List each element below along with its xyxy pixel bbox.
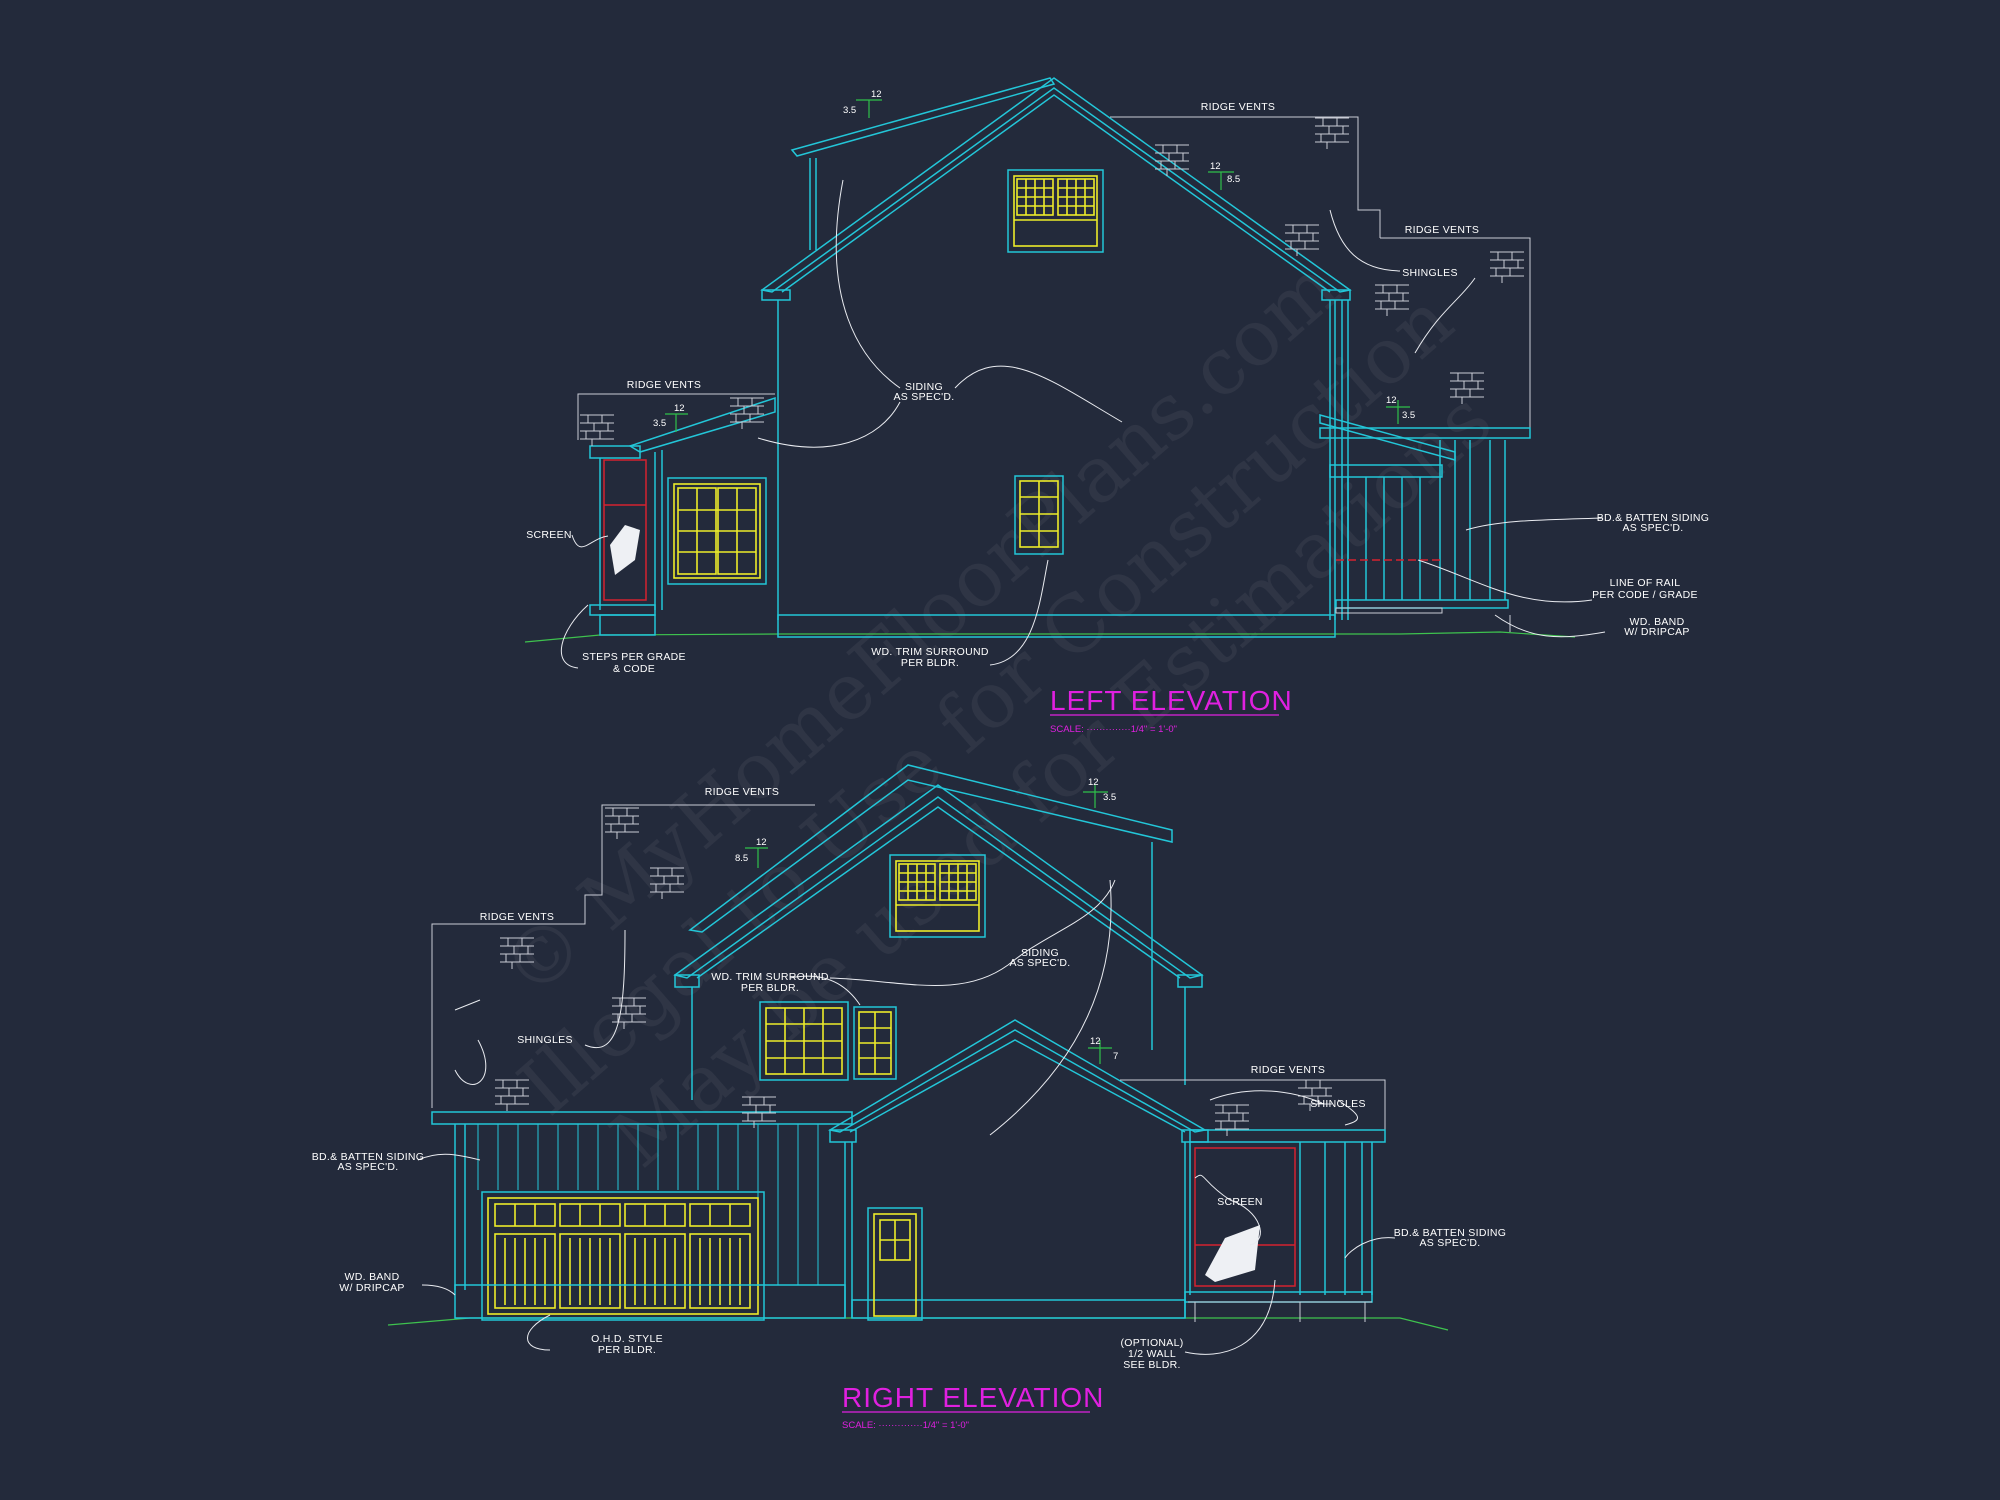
screen-panel <box>1194 1147 1296 1287</box>
slope-marker-b: 12 8.5 <box>1208 161 1240 190</box>
rear-roof-left <box>790 77 1056 157</box>
label-half-wall-optional: (OPTIONAL) <box>1120 1337 1183 1349</box>
upper-gable-roof <box>673 784 1204 979</box>
svg-text:12: 12 <box>1210 161 1221 172</box>
label-ridge-vents: RIDGE VENTS <box>1405 224 1479 236</box>
label-half-wall-bldr: SEE BLDR. <box>1123 1359 1181 1371</box>
label-shingles: SHINGLES <box>1402 267 1458 279</box>
label-ohd-bldr: PER BLDR. <box>598 1344 656 1356</box>
label-ridge-vents: RIDGE VENTS <box>1201 101 1275 113</box>
label-trim-bldr: PER BLDR. <box>901 657 959 669</box>
label-bb-siding-spec: AS SPEC'D. <box>1419 1237 1480 1249</box>
left-ridge-profile <box>431 804 815 1108</box>
label-ridge-vents: RIDGE VENTS <box>480 911 554 923</box>
svg-text:8.5: 8.5 <box>735 853 748 864</box>
upper-gable-window <box>889 854 986 938</box>
label-ohd-style: O.H.D. STYLE <box>591 1333 663 1345</box>
main-gable-inner <box>781 94 1331 293</box>
watermark-line-2: Illegal to Use for Construction <box>502 275 1470 1133</box>
svg-text:3.5: 3.5 <box>653 418 666 429</box>
mid-double-window <box>759 1001 849 1081</box>
left-elevation-scale: SCALE: ··············1/4" = 1'-0" <box>1050 724 1177 735</box>
label-ridge-vents: RIDGE VENTS <box>627 379 701 391</box>
slope-marker-a: 12 3.5 <box>1083 777 1116 808</box>
label-bb-siding: BD.& BATTEN SIDING <box>1394 1227 1507 1239</box>
left-ridge-profile <box>577 393 775 440</box>
label-ridge-vents: RIDGE VENTS <box>705 786 779 798</box>
right-elevation-scale: SCALE: ··············1/4" = 1'-0" <box>842 1420 969 1431</box>
right-elevation-title: RIGHT ELEVATION <box>842 1382 1104 1413</box>
label-half-wall: 1/2 WALL <box>1128 1348 1176 1360</box>
svg-text:3.5: 3.5 <box>1402 410 1415 421</box>
label-siding-spec: AS SPEC'D. <box>893 391 954 403</box>
slope-marker-b: 12 8.5 <box>735 837 768 868</box>
left-porch-roof <box>628 396 776 453</box>
label-bb-siding: BD.& BATTEN SIDING <box>1597 512 1710 524</box>
label-shingles: SHINGLES <box>517 1034 573 1046</box>
label-ridge-vents: RIDGE VENTS <box>1251 1064 1325 1076</box>
label-bb-siding: BD.& BATTEN SIDING <box>312 1151 425 1163</box>
label-bb-siding-spec: AS SPEC'D. <box>337 1161 398 1173</box>
main-foundation <box>777 614 1336 638</box>
svg-text:12: 12 <box>1090 1036 1101 1047</box>
label-dripcap: W/ DRIPCAP <box>339 1282 404 1294</box>
label-steps: STEPS PER GRADE <box>582 651 686 663</box>
right-elevation-drawing: 12 3.5 12 8.5 12 7 RIDGE VENTS RIDGE VEN… <box>312 764 1507 1431</box>
main-gable-roof <box>760 77 1352 293</box>
svg-text:12: 12 <box>1386 395 1397 406</box>
label-wd-band: WD. BAND <box>345 1271 400 1283</box>
svg-text:12: 12 <box>674 403 685 414</box>
svg-text:3.5: 3.5 <box>843 105 856 116</box>
watermark: © MyHomeFloorPlans.com Illegal to Use fo… <box>485 242 1509 1185</box>
garage-eave <box>431 1111 853 1125</box>
gable-window <box>1007 169 1104 253</box>
svg-text:3.5: 3.5 <box>1103 792 1116 803</box>
label-steps-code: & CODE <box>613 663 655 675</box>
entry-door <box>867 1207 923 1321</box>
screen-panel <box>603 459 647 601</box>
left-elevation-title: LEFT ELEVATION <box>1050 685 1293 716</box>
ridge-vent-profile-top <box>1110 116 1381 238</box>
garage-door <box>481 1191 765 1321</box>
svg-text:8.5: 8.5 <box>1227 174 1240 185</box>
upper-roof-rear <box>688 764 1173 933</box>
label-trim-bldr: PER BLDR. <box>741 982 799 994</box>
grade-line <box>524 631 1576 643</box>
label-screen: SCREEN <box>1217 1196 1263 1208</box>
middle-window <box>1014 475 1064 555</box>
slope-marker-c: 12 3.5 <box>653 403 688 432</box>
label-shingles: SHINGLES <box>1310 1098 1366 1110</box>
slope-marker-d: 12 3.5 <box>1386 395 1415 424</box>
left-double-window <box>667 477 767 585</box>
label-siding-spec: AS SPEC'D. <box>1009 957 1070 969</box>
right-ridge-profile <box>1120 1079 1386 1130</box>
svg-text:12: 12 <box>756 837 767 848</box>
lower-gable-roof <box>827 1019 1208 1133</box>
label-dripcap: W/ DRIPCAP <box>1624 626 1689 638</box>
svg-text:12: 12 <box>871 89 882 100</box>
right-ridge-profile <box>1380 237 1531 430</box>
label-screen: SCREEN <box>526 529 572 541</box>
slope-marker-a: 12 3.5 <box>843 89 882 118</box>
batten-lines <box>477 1124 819 1285</box>
label-siding: SIDING <box>905 381 943 393</box>
label-rail-code: PER CODE / GRADE <box>1592 589 1698 601</box>
label-siding: SIDING <box>1021 947 1059 959</box>
left-elevation-drawing: 12 3.5 12 8.5 12 3.5 12 3.5 RIDGE VENTS … <box>524 77 1710 735</box>
label-bb-siding-spec: AS SPEC'D. <box>1622 522 1683 534</box>
svg-text:7: 7 <box>1113 1051 1118 1062</box>
svg-text:12: 12 <box>1088 777 1099 788</box>
label-trim-surround: WD. TRIM SURROUND <box>871 646 989 658</box>
slope-marker-c: 12 7 <box>1088 1036 1118 1064</box>
label-wd-band: WD. BAND <box>1630 616 1685 628</box>
label-line-of-rail: LINE OF RAIL <box>1610 577 1681 589</box>
label-trim-surround: WD. TRIM SURROUND <box>711 971 829 983</box>
mid-single-window <box>853 1006 897 1080</box>
